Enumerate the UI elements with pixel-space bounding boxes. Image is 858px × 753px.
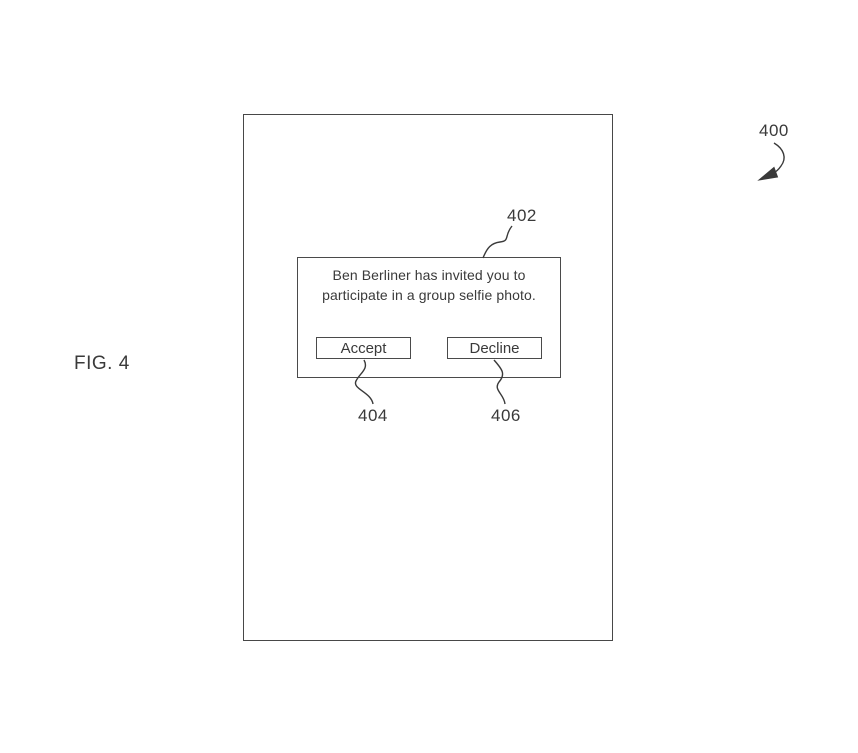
- ref-label-406: 406: [491, 406, 521, 425]
- ref-label-400: 400: [759, 121, 789, 140]
- invitation-dialog: Ben Berliner has invited you to particip…: [297, 257, 561, 378]
- figure-label: FIG. 4: [74, 353, 130, 374]
- decline-button[interactable]: Decline: [447, 337, 542, 359]
- dialog-message: Ben Berliner has invited you to particip…: [322, 267, 536, 303]
- ref-label-402: 402: [507, 206, 537, 225]
- ref-400-arrow: [757, 142, 785, 181]
- ref-label-404: 404: [358, 406, 388, 425]
- accept-button[interactable]: Accept: [316, 337, 411, 359]
